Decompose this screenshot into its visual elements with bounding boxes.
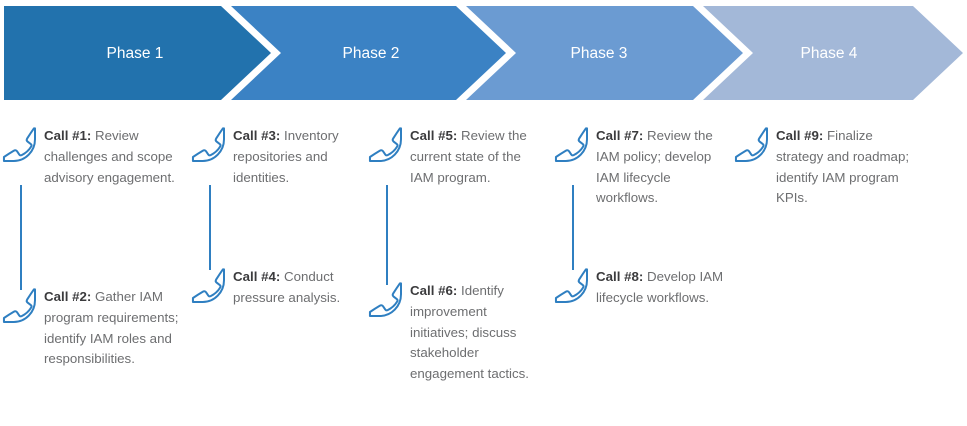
column-connector-line (20, 185, 22, 290)
call-column-2: Call #3: Inventory repositories and iden… (189, 106, 366, 426)
call-item[interactable]: Call #8: Develop IAM lifecycle workflows… (554, 264, 729, 309)
phone-call-icon (554, 266, 596, 306)
phase-banner: Phase 1 Phase 2 Phase 3 Phase 4 (0, 0, 967, 106)
call-description: Conduct pressure analysis. (233, 269, 341, 305)
call-label: Call #1: (44, 128, 92, 143)
call-column-4: Call #7: Review the IAM policy; develop … (552, 106, 732, 426)
call-text: Call #9: Finalize strategy and roadmap; … (776, 123, 914, 209)
phone-call-icon (2, 125, 44, 165)
phone-call-icon (2, 286, 44, 326)
call-text: Call #1: Review challenges and scope adv… (44, 123, 182, 188)
call-item[interactable]: Call #7: Review the IAM policy; develop … (554, 123, 729, 209)
call-text: Call #3: Inventory repositories and iden… (233, 123, 363, 188)
phase-label-2: Phase 2 (343, 45, 400, 62)
call-description: Identify improvement initiatives; discus… (410, 283, 530, 382)
call-text: Call #7: Review the IAM policy; develop … (596, 123, 729, 209)
call-text: Call #6: Identify improvement initiative… (410, 278, 548, 385)
call-item[interactable]: Call #1: Review challenges and scope adv… (2, 123, 182, 188)
call-column-5: Call #9: Finalize strategy and roadmap; … (732, 106, 967, 426)
call-label: Call #8: (596, 269, 644, 284)
call-description: Review challenges and scope advisory eng… (44, 128, 175, 185)
phone-call-icon (191, 125, 233, 165)
call-label: Call #2: (44, 289, 92, 304)
call-label: Call #7: (596, 128, 644, 143)
phase-chevron-2[interactable] (231, 6, 506, 100)
call-column-1: Call #1: Review challenges and scope adv… (0, 106, 190, 426)
call-item[interactable]: Call #5: Review the current state of the… (368, 123, 548, 188)
call-text: Call #8: Develop IAM lifecycle workflows… (596, 264, 729, 309)
call-description: Develop IAM lifecycle workflows. (596, 269, 724, 305)
column-connector-line (386, 185, 388, 285)
call-description: Review the IAM policy; develop IAM lifec… (596, 128, 713, 206)
call-text: Call #5: Review the current state of the… (410, 123, 548, 188)
call-label: Call #5: (410, 128, 458, 143)
phone-call-icon (191, 266, 233, 306)
call-item[interactable]: Call #4: Conduct pressure analysis. (191, 264, 363, 309)
phase-label-1: Phase 1 (107, 45, 164, 62)
phone-call-icon (554, 125, 596, 165)
call-label: Call #4: (233, 269, 281, 284)
call-item[interactable]: Call #3: Inventory repositories and iden… (191, 123, 363, 188)
phone-call-icon (368, 280, 410, 320)
phase-label-4: Phase 4 (801, 45, 858, 62)
phase-label-3: Phase 3 (571, 45, 628, 62)
call-description: Inventory repositories and identities. (233, 128, 339, 185)
call-columns: Call #1: Review challenges and scope adv… (0, 106, 967, 426)
call-item[interactable]: Call #6: Identify improvement initiative… (368, 278, 548, 385)
phone-call-icon (734, 125, 776, 165)
call-label: Call #9: (776, 128, 824, 143)
call-item[interactable]: Call #9: Finalize strategy and roadmap; … (734, 123, 914, 209)
phase-chevron-4[interactable] (703, 6, 963, 100)
call-column-3: Call #5: Review the current state of the… (366, 106, 552, 426)
column-connector-line (572, 185, 574, 270)
phase-chevron-3[interactable] (466, 6, 743, 100)
call-label: Call #6: (410, 283, 458, 298)
call-text: Call #4: Conduct pressure analysis. (233, 264, 363, 309)
phone-call-icon (368, 125, 410, 165)
call-description: Finalize strategy and roadmap; identify … (776, 128, 910, 206)
call-label: Call #3: (233, 128, 281, 143)
call-description: Review the current state of the IAM prog… (410, 128, 527, 185)
call-description: Gather IAM program requirements; identif… (44, 289, 179, 367)
column-connector-line (209, 185, 211, 270)
call-item[interactable]: Call #2: Gather IAM program requirements… (2, 284, 182, 370)
call-text: Call #2: Gather IAM program requirements… (44, 284, 182, 370)
phase-chevron-1[interactable] (4, 6, 271, 100)
